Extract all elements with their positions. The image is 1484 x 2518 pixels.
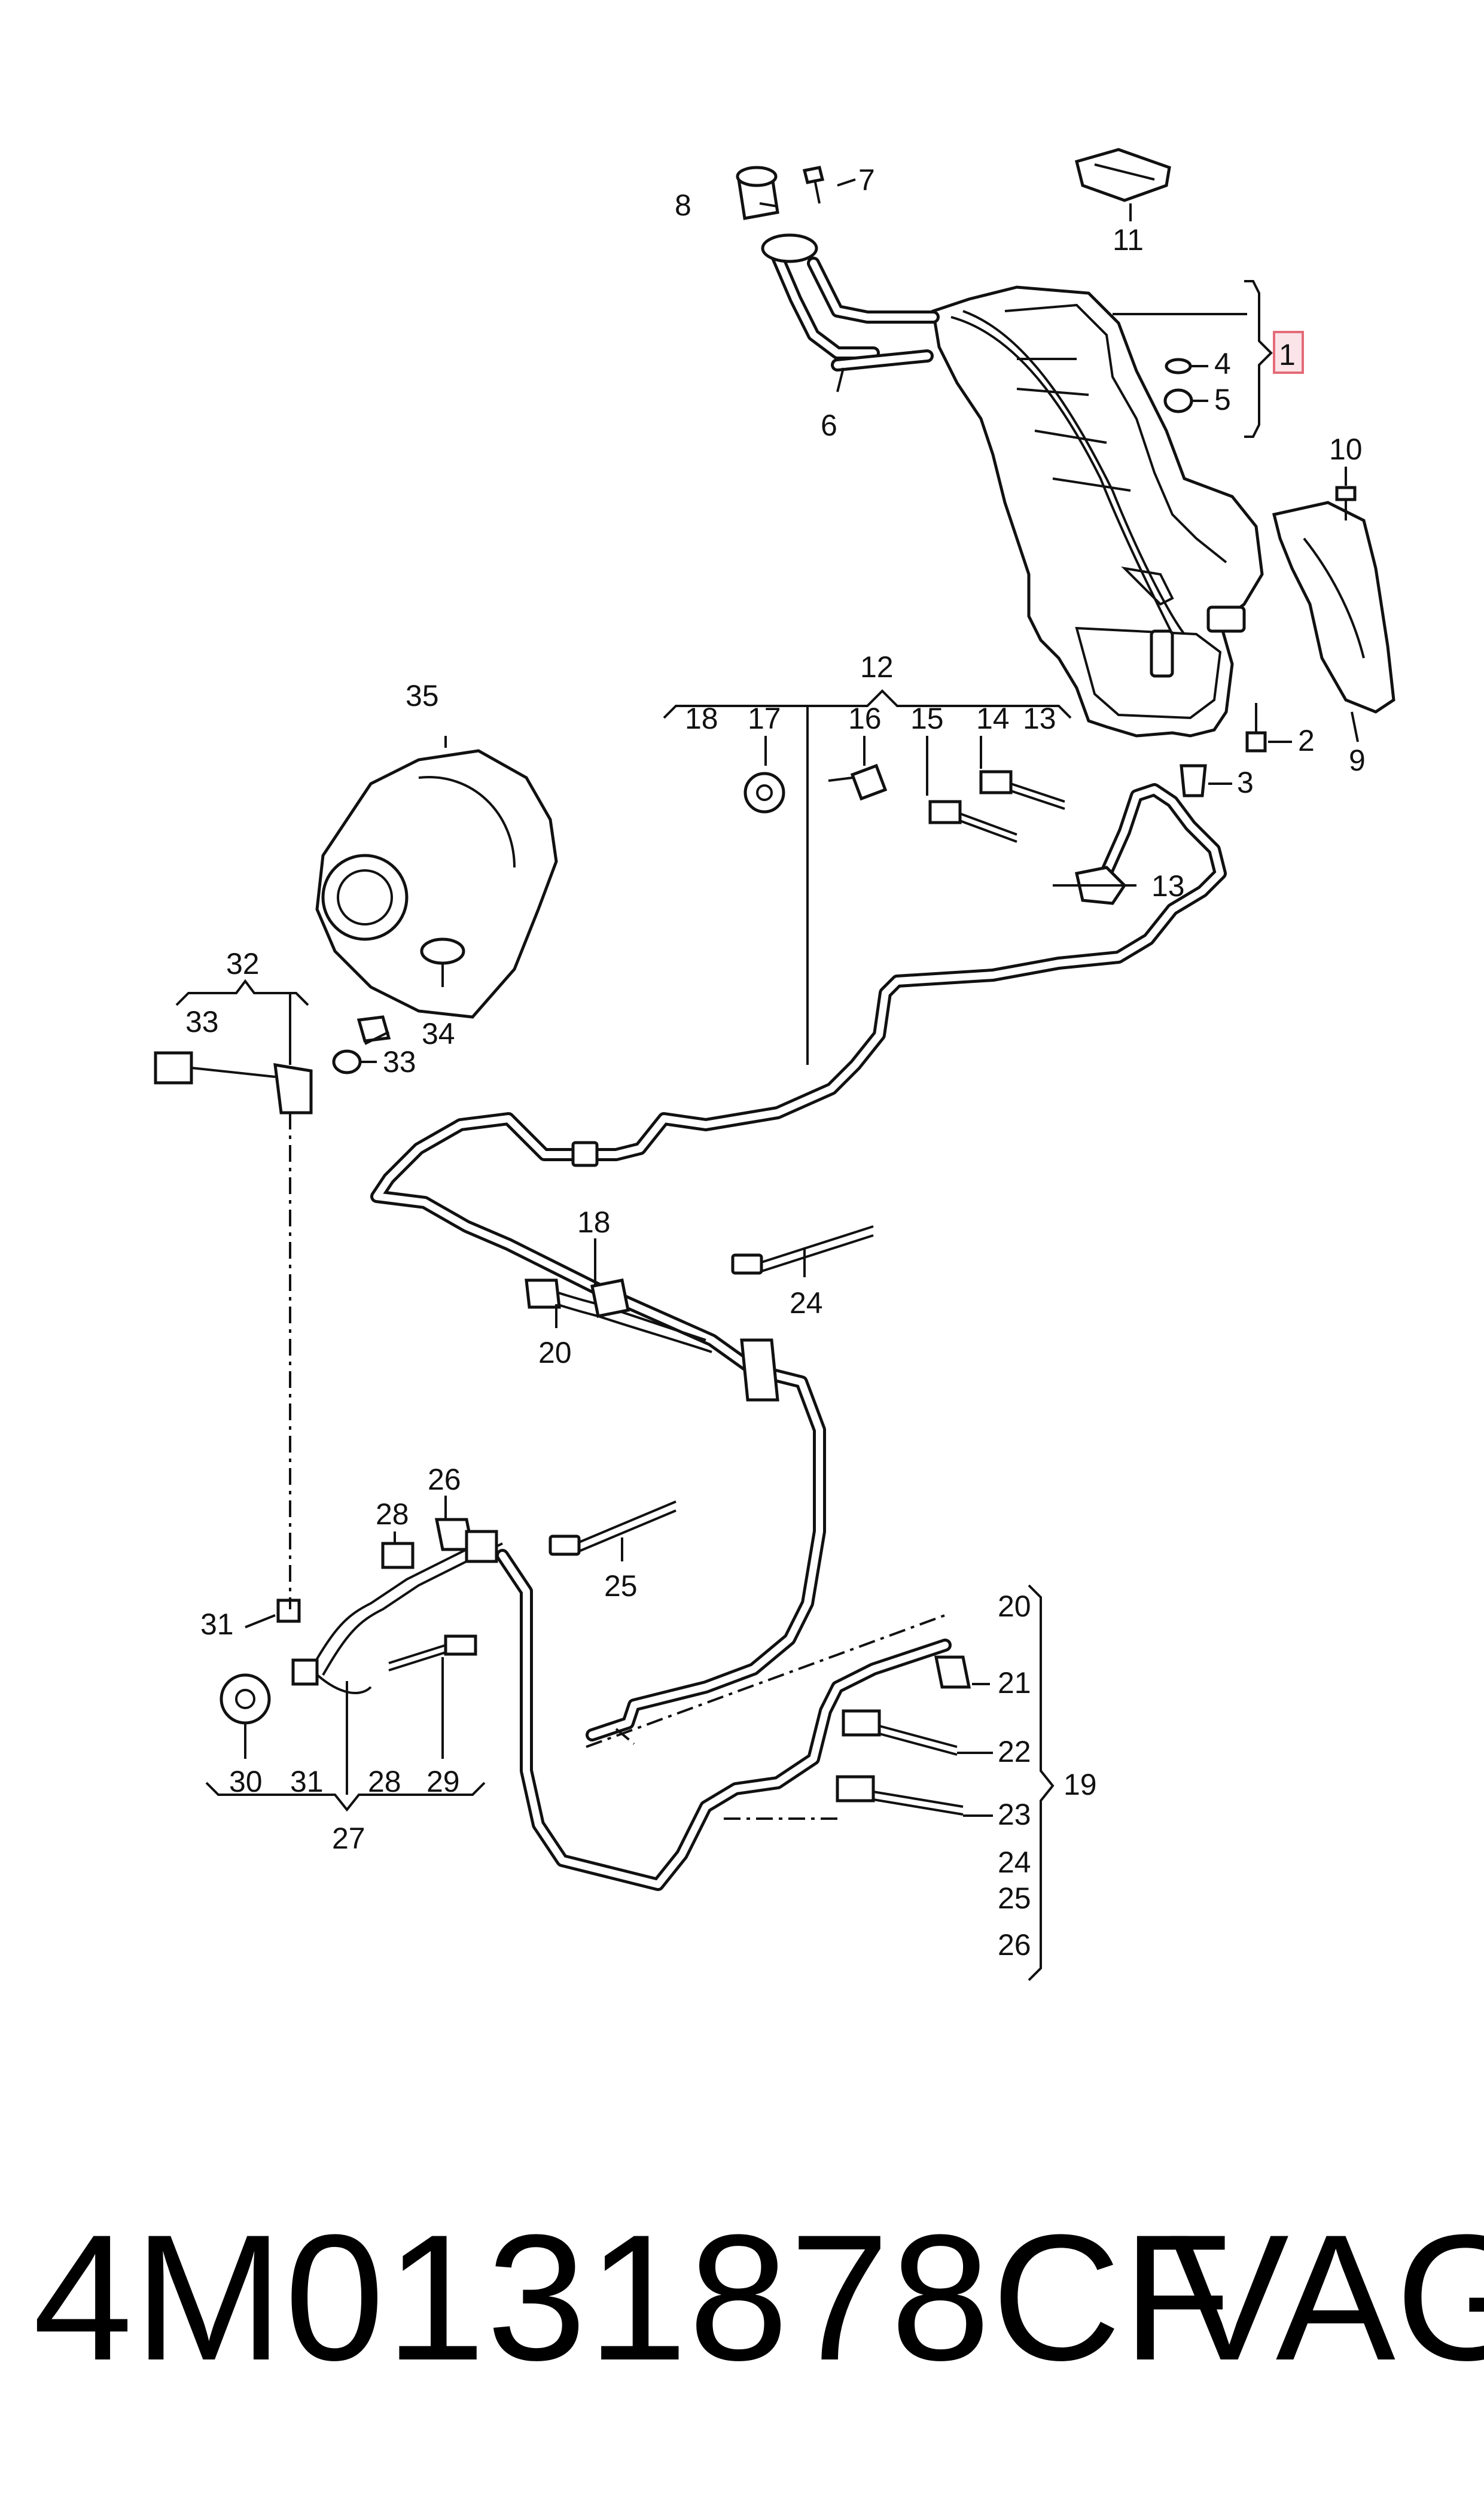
clip-21 <box>934 1655 971 1689</box>
callout-29: 29 <box>426 1765 460 1798</box>
wiring-harness-18 <box>525 1278 779 1402</box>
callout-12: 12 <box>860 650 894 684</box>
cable-tie-25 <box>548 1500 677 1556</box>
filler-neck <box>761 233 940 372</box>
callout-15: 15 <box>910 702 944 735</box>
callout-11: 11 <box>1113 223 1144 257</box>
bolt-2 <box>1245 703 1267 753</box>
highlight-box <box>1273 331 1304 374</box>
callout-27: 27 <box>332 1822 365 1855</box>
callout-34: 34 <box>422 1017 455 1051</box>
callout-10: 10 <box>1329 433 1363 466</box>
bolt-10 <box>1335 486 1357 520</box>
callout-4: 4 <box>1214 347 1231 380</box>
callout-5: 5 <box>1214 383 1231 416</box>
bracket-1 <box>1244 280 1273 438</box>
callout-20: 20 <box>538 1336 572 1369</box>
callout-7: 7 <box>858 163 875 197</box>
reference-line <box>586 1614 946 1748</box>
callout-19: 19 <box>1064 1768 1097 1801</box>
clip-30 <box>220 1673 271 1725</box>
callout-6: 6 <box>821 409 837 442</box>
callout-24: 24 <box>790 1286 823 1320</box>
bracket-19 <box>1028 1584 1055 1981</box>
connector-11 <box>1074 148 1171 202</box>
callout-8: 8 <box>675 188 691 222</box>
cable-tie-29 <box>388 1634 477 1671</box>
callout-14: 14 <box>976 702 1010 735</box>
sensor-32 <box>154 1051 313 1115</box>
bracket-27 <box>205 1782 486 1812</box>
clip-16 <box>828 763 888 801</box>
callout-20-group: 20 <box>998 1590 1031 1623</box>
callout-16: 16 <box>848 702 882 735</box>
callout-13-top: 13 <box>1023 702 1056 735</box>
callout-21: 21 <box>998 1666 1031 1700</box>
callout-28: 28 <box>376 1497 409 1531</box>
cable-tie-24 <box>731 1225 874 1275</box>
callout-26: 26 <box>428 1463 461 1496</box>
leader-line <box>245 1614 276 1628</box>
screw-7 <box>802 166 825 204</box>
cable-tie-14 <box>979 770 1065 810</box>
callout-24-group: 24 <box>998 1846 1031 1879</box>
callout-22: 22 <box>998 1735 1031 1768</box>
callout-13: 13 <box>1151 869 1185 903</box>
callout-9: 9 <box>1349 744 1366 777</box>
callout-23: 23 <box>998 1798 1031 1831</box>
callout-2: 2 <box>1298 724 1315 757</box>
exhaust-module-35 <box>315 749 558 1019</box>
clip-17 <box>743 772 785 814</box>
callout-33: 33 <box>383 1045 416 1079</box>
callout-30: 30 <box>229 1765 263 1798</box>
leader-line <box>837 178 856 187</box>
cable-tie-22 <box>842 1709 958 1756</box>
callout-25: 25 <box>604 1569 638 1603</box>
callout-26-group: 26 <box>998 1928 1031 1962</box>
adblue-line-12 <box>370 783 1227 1741</box>
brand-name: VAG <box>1169 2197 1484 2398</box>
grommet-5 <box>1163 388 1193 413</box>
plug-3 <box>1180 764 1207 797</box>
heat-shield-9 <box>1272 501 1395 714</box>
cable-tie-15 <box>928 800 1017 843</box>
heated-line-19 <box>496 1549 952 1891</box>
callout-32: 32 <box>226 947 260 981</box>
nut-34 <box>356 1015 391 1043</box>
seal-33 <box>332 1049 362 1074</box>
harness-27 <box>291 1518 503 1694</box>
callout-25-group: 25 <box>998 1881 1031 1915</box>
reference-line <box>615 1728 635 1745</box>
callout-17: 17 <box>748 702 781 735</box>
callout-31-group: 31 <box>290 1765 324 1798</box>
leader-line <box>759 202 778 208</box>
callout-31: 31 <box>200 1607 234 1641</box>
callout-18-top: 18 <box>685 702 718 735</box>
clip-31 <box>276 1599 301 1623</box>
leader-line <box>1351 711 1359 742</box>
bracket-12 <box>663 689 1072 719</box>
bracket-32 <box>175 979 309 1006</box>
callout-3: 3 <box>1237 766 1254 799</box>
part-number: 4M0131878CF <box>33 2197 1233 2398</box>
callout-33-top: 33 <box>185 1005 219 1039</box>
leader-line <box>364 1031 389 1045</box>
callout-18: 18 <box>577 1205 611 1239</box>
tank-cap <box>736 166 779 220</box>
washer-4 <box>1165 358 1192 374</box>
adblue-tank <box>931 285 1264 738</box>
callout-1: 1 <box>1279 338 1296 372</box>
callout-28-group: 28 <box>368 1765 401 1798</box>
callout-35: 35 <box>406 679 439 713</box>
leader-line <box>836 367 845 392</box>
cable-tie-23 <box>836 1775 964 1816</box>
